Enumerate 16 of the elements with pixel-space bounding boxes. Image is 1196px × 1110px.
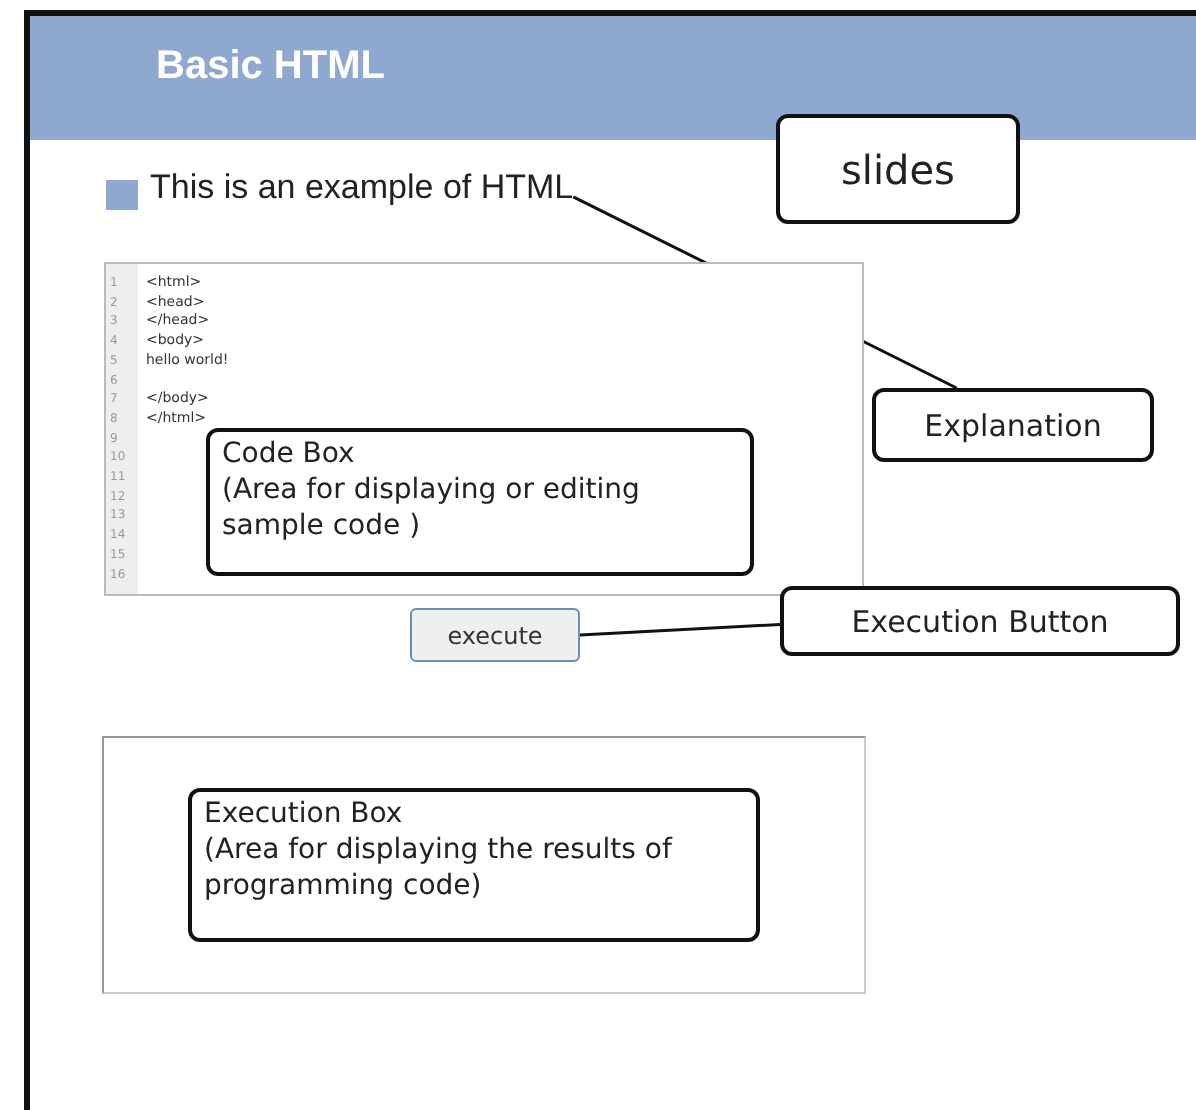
callout-box — [188, 788, 760, 942]
callout-description: (Area for displaying the results of programming code) — [204, 832, 675, 904]
explanation-text: This is an example of HTML — [150, 168, 574, 206]
callout-box: Explanation — [872, 388, 1154, 462]
callout-description: (Area for displaying or editing sample code ) — [222, 472, 642, 544]
leader-line — [579, 623, 781, 637]
title-bar — [30, 16, 1196, 140]
slide-title: Basic HTML — [156, 44, 385, 90]
output-panel — [102, 736, 866, 994]
callout-box — [206, 428, 754, 576]
callout-box: slides — [776, 114, 1020, 224]
code-editor — [104, 262, 864, 596]
callout-heading: Execution Box — [204, 796, 405, 832]
execute-button: execute — [410, 608, 580, 662]
callout-box: Execution Button — [780, 586, 1180, 656]
callout-heading: Code Box — [222, 436, 357, 472]
